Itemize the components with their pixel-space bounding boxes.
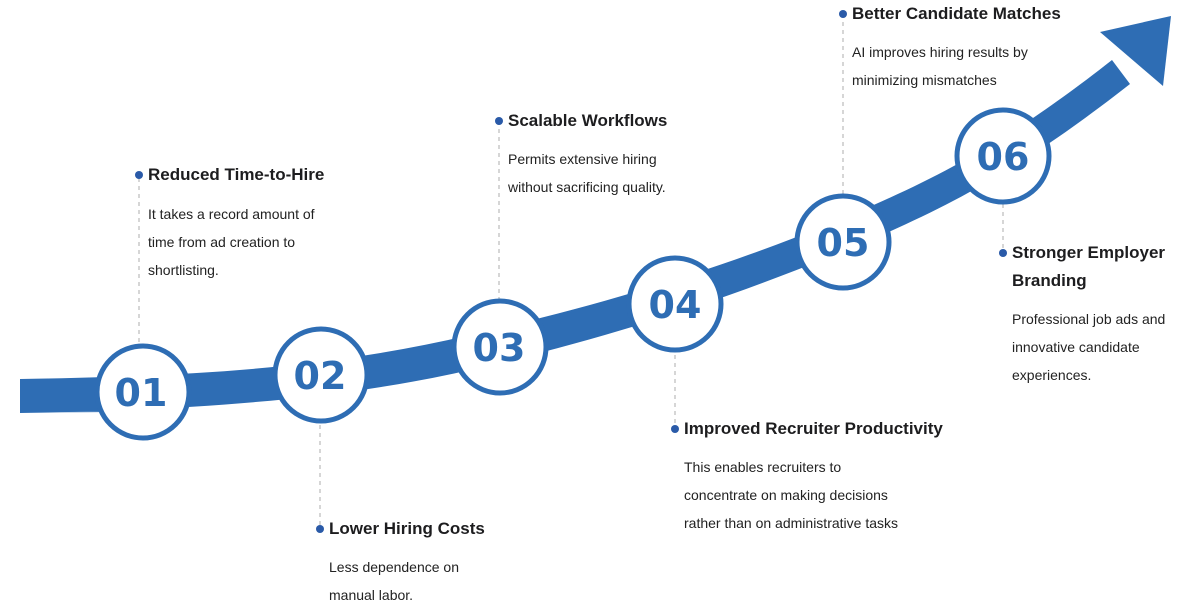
step-title-01: Reduced Time-to-Hire [148,165,325,184]
step-desc-04-line-1: This enables recruiters to [684,459,842,475]
bullet-03 [495,117,503,125]
step-circle-06: 06 [954,107,1052,205]
step-desc-04: This enables recruiters to concentrate o… [684,453,898,537]
step-title-05: Better Candidate Matches [852,4,1061,23]
step-desc-04-line-2: concentrate on making decisions [684,487,888,503]
step-circle-04: 04 [626,255,724,353]
bullet-02 [316,525,324,533]
step-circle-03: 03 [451,298,549,396]
step-desc-05: AI improves hiring results by minimizing… [852,38,1028,94]
bullet-01 [135,171,143,179]
step-number-03: 03 [473,326,526,370]
arrow-head [1100,16,1171,86]
step-title-06-line-1: Stronger Employer [1012,243,1166,262]
step-title-04: Improved Recruiter Productivity [684,419,943,438]
step-desc-05-line-2: minimizing mismatches [852,72,997,88]
step-desc-06-line-1: Professional job ads and [1012,311,1166,327]
step-desc-06-line-2: innovative candidate [1012,339,1140,355]
step-title-06: Stronger Employer Branding [1012,239,1165,295]
step-number-04: 04 [649,283,702,327]
step-circle-02: 02 [272,326,370,424]
step-number-01: 01 [115,371,168,415]
step-circle-05: 05 [794,193,892,291]
step-title-03: Scalable Workflows [508,111,668,130]
step-desc-01-line-3: shortlisting. [148,262,219,278]
step-desc-01: It takes a record amount of time from ad… [148,200,315,284]
step-desc-03: Permits extensive hiring without sacrifi… [508,145,666,201]
step-desc-02-line-2: manual labor. [329,587,414,603]
step-desc-05-line-1: AI improves hiring results by [852,44,1028,60]
step-desc-06: Professional job ads and innovative cand… [1012,305,1165,389]
step-desc-03-line-2: without sacrificing quality. [508,179,666,195]
step-desc-02-line-1: Less dependence on [329,559,459,575]
step-number-05: 05 [817,221,870,265]
step-desc-04-line-3: rather than on administrative tasks [684,515,898,531]
step-title-06-line-2: Branding [1012,271,1087,290]
arrow-tail-fade [20,378,110,413]
bullet-05 [839,10,847,18]
step-desc-03-line-1: Permits extensive hiring [508,151,657,167]
step-title-02: Lower Hiring Costs [329,519,485,538]
bullet-06 [999,249,1007,257]
step-desc-01-line-2: time from ad creation to [148,234,296,250]
step-number-06: 06 [977,135,1030,179]
bullet-04 [671,425,679,433]
step-desc-01-line-1: It takes a record amount of [148,206,315,222]
step-desc-06-line-3: experiences. [1012,367,1092,383]
step-circle-01: 01 [94,343,192,441]
step-desc-02: Less dependence on manual labor. [329,553,459,609]
step-number-02: 02 [294,354,347,398]
